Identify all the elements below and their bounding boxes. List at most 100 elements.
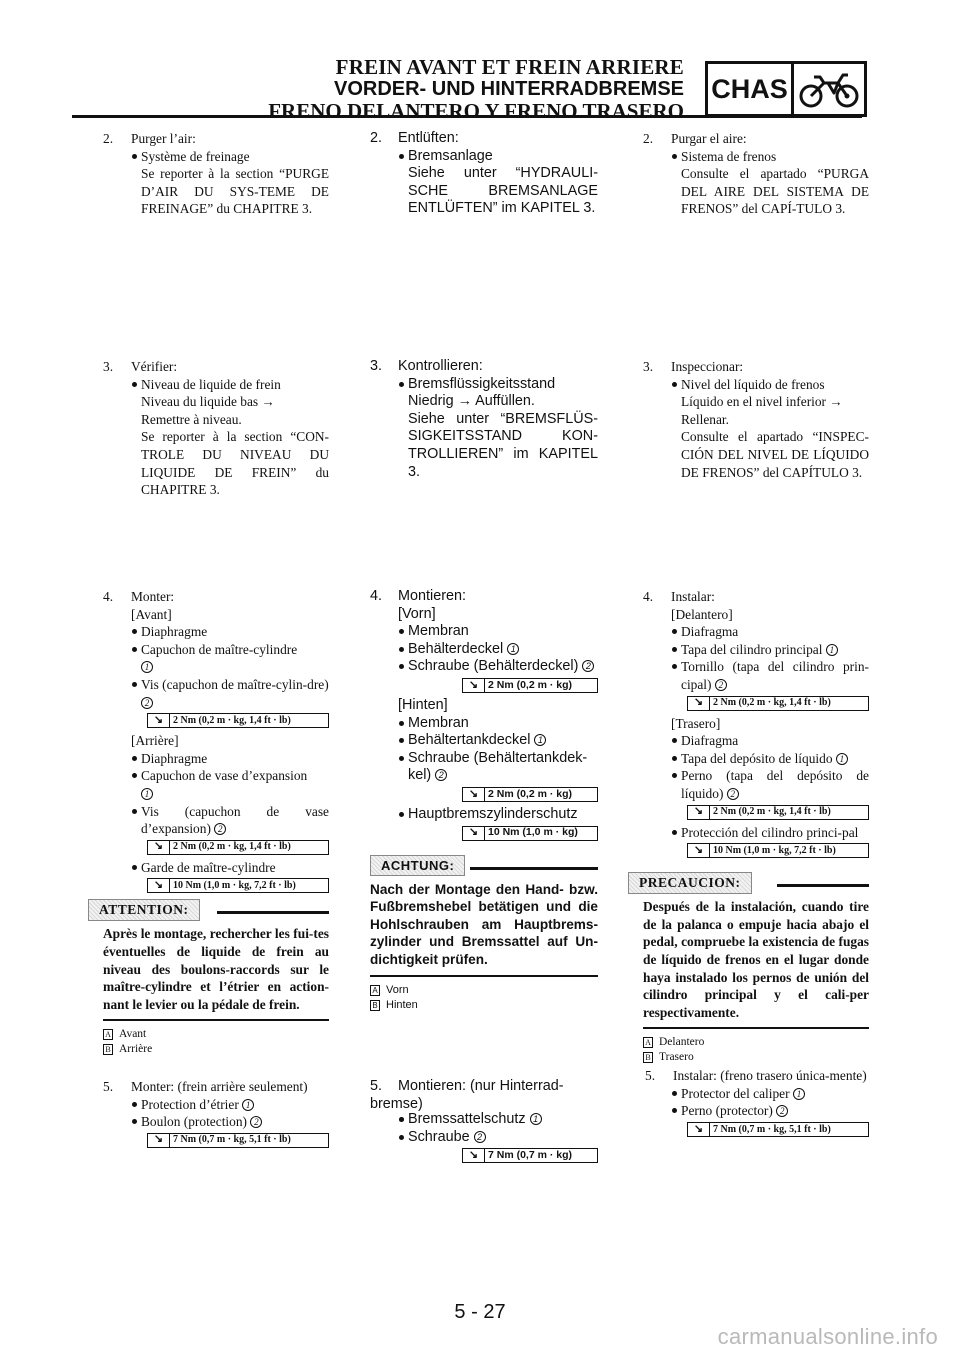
sub-heading: [Arrière] bbox=[131, 733, 179, 749]
step-title: Monter: bbox=[131, 589, 175, 604]
step-text: Niveau du liquide bas → bbox=[141, 394, 275, 410]
step-title: Monter: (frein arrière seulement) bbox=[131, 1079, 308, 1094]
step-text: Niedrig → Auffüllen. bbox=[408, 393, 535, 410]
sub-heading: [Delantero] bbox=[671, 606, 733, 622]
bullet-item: Niveau de liquide de frein bbox=[103, 376, 329, 394]
step-text: Consulte el apartado “INSPEC-CIÓN DEL NI… bbox=[681, 429, 869, 480]
bullet-item: Behälterdeckel bbox=[408, 640, 504, 657]
bullet-item: Nivel del líquido de frenos bbox=[643, 376, 869, 394]
bullet-item: Diaphragme bbox=[103, 750, 329, 768]
watermark: carmanualsonline.info bbox=[717, 1324, 938, 1349]
step-text: Siehe unter “HYDRAULI-SCHE BREMSANLAGE E… bbox=[408, 165, 598, 217]
wrench-icon: ↘ bbox=[148, 879, 170, 893]
ref-1: 1 bbox=[242, 1098, 255, 1111]
bullet-item: Schraube (Behälterdeckel) bbox=[408, 658, 579, 675]
bullet-item: Tapa del depósito de líquido bbox=[681, 750, 833, 766]
wrench-icon: ↘ bbox=[463, 679, 485, 692]
bullet-item: Bremssattelschutz bbox=[408, 1111, 526, 1128]
ref-2: 2 bbox=[776, 1105, 789, 1118]
wrench-icon: ↘ bbox=[463, 788, 485, 801]
bullet-item: Protection d’étrier bbox=[141, 1096, 239, 1112]
ref-1: 1 bbox=[792, 1087, 805, 1100]
sub-heading: [Vorn] bbox=[398, 605, 436, 622]
bullet-item: Hauptbremszylinderschutz bbox=[370, 806, 598, 824]
bullet-item: Diafragma bbox=[643, 623, 869, 641]
ref-1: 1 bbox=[835, 752, 848, 765]
ref-1: 1 bbox=[825, 643, 838, 656]
step-text: Consulte el apartado “PURGA DEL AIRE DEL… bbox=[681, 166, 869, 217]
bullet-item: Système de freinage bbox=[103, 148, 329, 166]
step-title: Instalar: bbox=[671, 589, 715, 604]
step-title: Purgar el aire: bbox=[671, 131, 747, 146]
ref-2: 2 bbox=[250, 1116, 263, 1129]
bullet-item: Diafragma bbox=[643, 732, 869, 750]
ref-1: 1 bbox=[529, 1113, 542, 1126]
ref-2: 2 bbox=[435, 769, 448, 782]
header-rule bbox=[72, 115, 862, 118]
bullet-item: Perno (protector) bbox=[681, 1103, 773, 1119]
step-title: Vérifier: bbox=[131, 359, 178, 374]
bullet-item: Schraube (Behältertankdek-kel) bbox=[408, 749, 588, 784]
step-title: Montieren: (nur Hinterrad-bremse) bbox=[370, 1078, 564, 1112]
torque-spec: ↘2 Nm (0,2 m · kg) bbox=[462, 786, 598, 802]
step-text: Rellenar. bbox=[681, 411, 729, 427]
wrench-icon: ↘ bbox=[688, 1123, 710, 1137]
bullet-item: Schraube bbox=[408, 1128, 470, 1145]
caution-label: PRECAUCION: bbox=[628, 872, 752, 894]
caution-box: PRECAUCION: Después de la instalación, c… bbox=[628, 872, 869, 1030]
bullet-item: Vis (capuchon de vase d’expansion) bbox=[141, 803, 329, 837]
bullet-item: Membran bbox=[370, 623, 598, 641]
title-es: FRENO DELANTERO Y FRENO TRASERO bbox=[268, 99, 684, 123]
wrench-icon: ↘ bbox=[148, 1133, 170, 1147]
wrench-icon: ↘ bbox=[463, 826, 485, 840]
bullet-item: Tornillo (tapa del cilindro prin-cipal) bbox=[681, 659, 869, 692]
torque-spec: ↘7 Nm (0,7 m · kg, 5,1 ft · lb) bbox=[687, 1122, 869, 1138]
bullet-item: Diaphragme bbox=[103, 623, 329, 641]
torque-spec: ↘2 Nm (0,2 m · kg, 1,4 ft · lb) bbox=[147, 839, 329, 855]
bullet-item: Vis (capuchon de maître-cylin-dre) bbox=[141, 676, 329, 692]
wrench-icon: ↘ bbox=[148, 840, 170, 854]
bullet-item: Garde de maître-cylindre bbox=[103, 859, 329, 877]
ref-2: 2 bbox=[473, 1130, 486, 1143]
ref-2: 2 bbox=[141, 696, 153, 709]
ref-2: 2 bbox=[726, 787, 739, 800]
torque-spec: ↘7 Nm (0,7 m · kg, 5,1 ft · lb) bbox=[147, 1132, 329, 1148]
step-title: Montieren: bbox=[398, 588, 466, 604]
bullet-item: Bremsflüssigkeitsstand bbox=[370, 376, 598, 394]
bullet-item: Behältertankdeckel bbox=[408, 732, 531, 749]
caution-label: ATTENTION: bbox=[88, 899, 200, 921]
ref-1: 1 bbox=[141, 787, 153, 800]
wrench-icon: ↘ bbox=[688, 805, 710, 819]
bullet-item: Capuchon de vase d’expansion bbox=[141, 768, 308, 784]
torque-spec: ↘2 Nm (0,2 m · kg, 1,4 ft · lb) bbox=[687, 695, 869, 711]
step-title: Instalar: (freno trasero única-mente) bbox=[673, 1068, 867, 1084]
bullet-item: Sistema de frenos bbox=[643, 148, 869, 166]
step-text: Líquido en el nivel inferior → bbox=[681, 394, 843, 410]
bullet-item: Capuchon de maître-cylindre bbox=[141, 641, 298, 657]
sub-heading: [Trasero] bbox=[671, 715, 721, 731]
caution-text: Après le montage, rechercher les fui-tes… bbox=[103, 925, 329, 1022]
sub-heading: [Hinten] bbox=[398, 696, 448, 713]
step-text: Remettre à niveau. bbox=[141, 411, 242, 427]
caution-box: ATTENTION: Après le montage, rechercher … bbox=[88, 899, 329, 1022]
bullet-item: Perno (tapa del depósito de líquido) bbox=[681, 768, 869, 801]
step-title: Purger l’air: bbox=[131, 131, 196, 146]
bullet-item: Protección del cilindro princi-pal bbox=[643, 824, 869, 842]
wrench-icon: ↘ bbox=[688, 696, 710, 710]
torque-spec: ↘2 Nm (0,2 m · kg, 1,4 ft · lb) bbox=[687, 804, 869, 820]
torque-spec: ↘2 Nm (0,2 m · kg) bbox=[462, 677, 598, 693]
bullet-item: Protector del caliper bbox=[681, 1085, 790, 1101]
caution-text: Después de la instalación, cuando tire d… bbox=[643, 898, 869, 1030]
step-title: Inspeccionar: bbox=[671, 359, 744, 374]
torque-spec: ↘10 Nm (1,0 m · kg, 7,2 ft · lb) bbox=[687, 843, 869, 859]
wrench-icon: ↘ bbox=[148, 714, 170, 728]
torque-spec: ↘7 Nm (0,7 m · kg) bbox=[462, 1148, 598, 1164]
ref-1: 1 bbox=[141, 661, 153, 674]
ref-2: 2 bbox=[714, 678, 727, 691]
ref-2: 2 bbox=[214, 823, 227, 836]
ref-1: 1 bbox=[534, 734, 547, 747]
step-title: Kontrollieren: bbox=[398, 358, 483, 374]
title-de: VORDER- UND HINTERRADBREMSE bbox=[333, 78, 684, 100]
